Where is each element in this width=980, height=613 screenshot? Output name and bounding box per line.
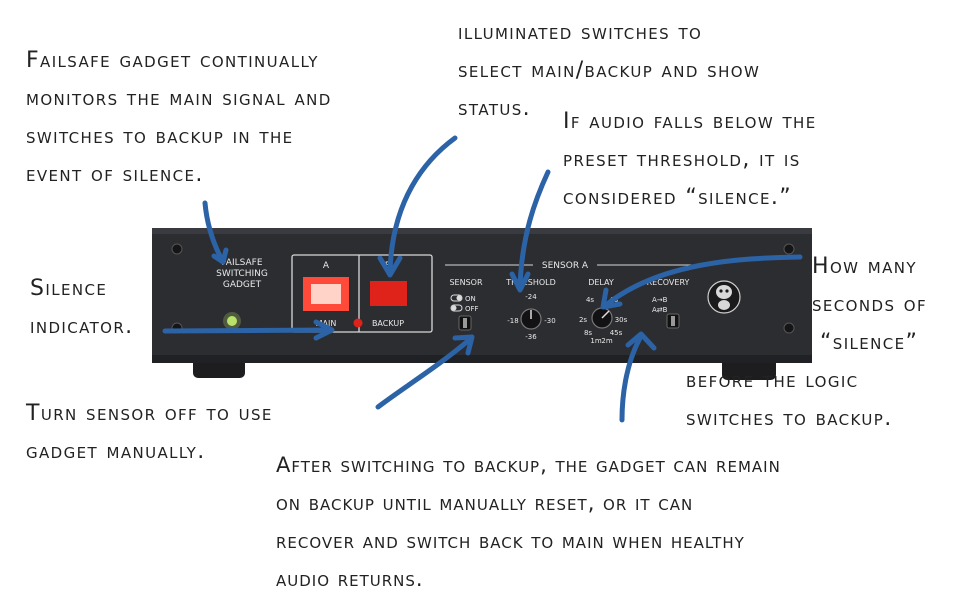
annotation-line: preset threshold, it is — [563, 147, 801, 172]
panel-logo-line: SWITCHING — [216, 269, 268, 279]
mascot-logo-icon — [707, 280, 741, 314]
annotation-line: considered “silence.” — [563, 185, 793, 210]
annotation-silence-indicator: Silence indicator. — [30, 270, 134, 346]
backup-led — [353, 318, 363, 328]
threshold-label: THRESHOLD — [505, 278, 556, 287]
annotation-threshold: If audio falls below the preset threshol… — [563, 103, 817, 217]
panel-logo-line: GADGET — [223, 280, 262, 290]
annotation-line: before the logic — [686, 368, 859, 393]
recovery-label: RECOVERY — [647, 278, 690, 287]
annotation-line: recover and switch back to main when hea… — [276, 529, 745, 553]
threshold-mark: -18 — [507, 317, 518, 325]
annotation-illuminated: illuminated switches to select main/back… — [458, 14, 760, 128]
annotation-line: If audio falls below the — [563, 109, 817, 134]
recovery-option: A⇄B — [652, 306, 668, 314]
annotation-line: Failsafe gadget continually — [26, 48, 319, 73]
delay-mark: 8s — [584, 329, 592, 337]
annotation-line: “silence” — [820, 330, 919, 355]
annotation-sensor-off: Turn sensor off to use gadget manually. — [26, 395, 273, 471]
screw-icon — [171, 322, 183, 334]
annotation-line: indicator. — [30, 314, 134, 339]
annotation-line: illuminated switches to — [458, 20, 703, 45]
annotation-recover: After switching to backup, the gadget ca… — [276, 446, 781, 598]
main-label: MAIN — [316, 319, 337, 328]
annotation-line: How many — [812, 254, 917, 279]
screw-icon — [783, 243, 795, 255]
annotation-line: gadget manually. — [26, 439, 206, 464]
sensor-group-label: SENSOR A — [542, 261, 589, 271]
screw-icon — [171, 243, 183, 255]
delay-mark: 45s — [610, 329, 623, 337]
button-b-backup[interactable] — [370, 281, 407, 306]
annotation-line: switches to backup. — [686, 406, 893, 431]
annotation-line: seconds of — [812, 292, 927, 317]
annotation-line: status. — [458, 96, 532, 121]
delay-mark: 4s — [586, 296, 594, 304]
delay-label: DELAY — [588, 278, 614, 287]
annotation-line: switches to backup in the — [26, 124, 294, 149]
delay-mark: 2m — [601, 337, 612, 345]
backup-label: BACKUP — [372, 319, 404, 328]
threshold-mark: -36 — [525, 333, 537, 341]
annotation-line: Turn sensor off to use — [26, 401, 273, 426]
screw-icon — [783, 322, 795, 334]
device-foot-right — [722, 358, 776, 380]
annotation-line: on backup until manually reset, or it ca… — [276, 491, 694, 515]
annotation-line: Silence — [30, 276, 108, 301]
delay-mark: 1m — [590, 337, 601, 345]
sensor-on-label: ON — [465, 295, 476, 303]
annotation-line: After switching to backup, the gadget ca… — [276, 453, 781, 477]
threshold-mark: -30 — [544, 317, 555, 325]
sensor-off-label: OFF — [465, 305, 479, 313]
panel-logo-line: FAILSAFE — [221, 258, 262, 268]
delay-mark: 2s — [579, 316, 587, 324]
annotation-line: select main/backup and show — [458, 58, 761, 83]
threshold-mark: -24 — [525, 293, 537, 301]
button-a-label: A — [323, 261, 330, 271]
annotation-failsafe: Failsafe gadget continually monitors the… — [26, 42, 332, 194]
switch-box-outline — [291, 254, 433, 333]
sensor-label: SENSOR — [449, 278, 482, 287]
recovery-option: A→B — [652, 296, 668, 304]
silence-indicator-led — [227, 316, 237, 326]
annotation-how-many: How many seconds of “silence” before the… — [686, 248, 927, 438]
button-b-label: B — [385, 261, 391, 271]
annotation-line: monitors the main signal and — [26, 86, 332, 111]
annotation-line: event of silence. — [26, 162, 204, 187]
delay-mark: 6s — [610, 296, 618, 304]
annotation-line: audio returns. — [276, 567, 424, 591]
delay-mark: 30s — [615, 316, 628, 324]
